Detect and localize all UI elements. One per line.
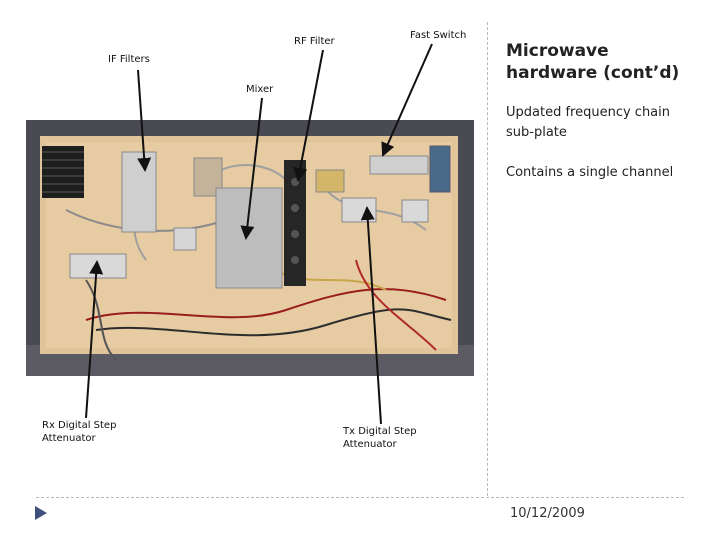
vertical-divider	[487, 22, 488, 496]
label-tx-line1: Tx Digital Step	[343, 426, 417, 437]
body-paragraph-1: Updated frequency chain sub-plate	[506, 103, 706, 143]
body-para1-line2: sub-plate	[506, 125, 567, 140]
horizontal-divider	[36, 497, 684, 498]
label-rx-line1: Rx Digital Step	[42, 420, 117, 431]
title-line1: Microwave	[506, 41, 609, 61]
slide-date: 10/12/2009	[510, 506, 585, 521]
body-para1-line1: Updated frequency chain	[506, 105, 671, 120]
label-tx-line2: Attenuator	[343, 439, 397, 450]
sub-plate-photo	[26, 120, 474, 376]
label-rx-line2: Attenuator	[42, 433, 96, 444]
slide-title: Microwave hardware (cont’d)	[506, 40, 706, 84]
label-tx-attenuator: Tx Digital Step Attenuator	[343, 425, 417, 451]
label-rx-attenuator: Rx Digital Step Attenuator	[42, 419, 116, 445]
label-mixer: Mixer	[246, 84, 274, 95]
label-fast-switch: Fast Switch	[410, 30, 467, 41]
body-paragraph-2: Contains a single channel	[506, 165, 674, 180]
label-if-filters: IF Filters	[108, 54, 150, 65]
label-rf-filter: RF Filter	[294, 36, 335, 47]
triangle-bullet-icon	[35, 506, 47, 520]
title-line2: hardware (cont’d)	[506, 63, 680, 83]
